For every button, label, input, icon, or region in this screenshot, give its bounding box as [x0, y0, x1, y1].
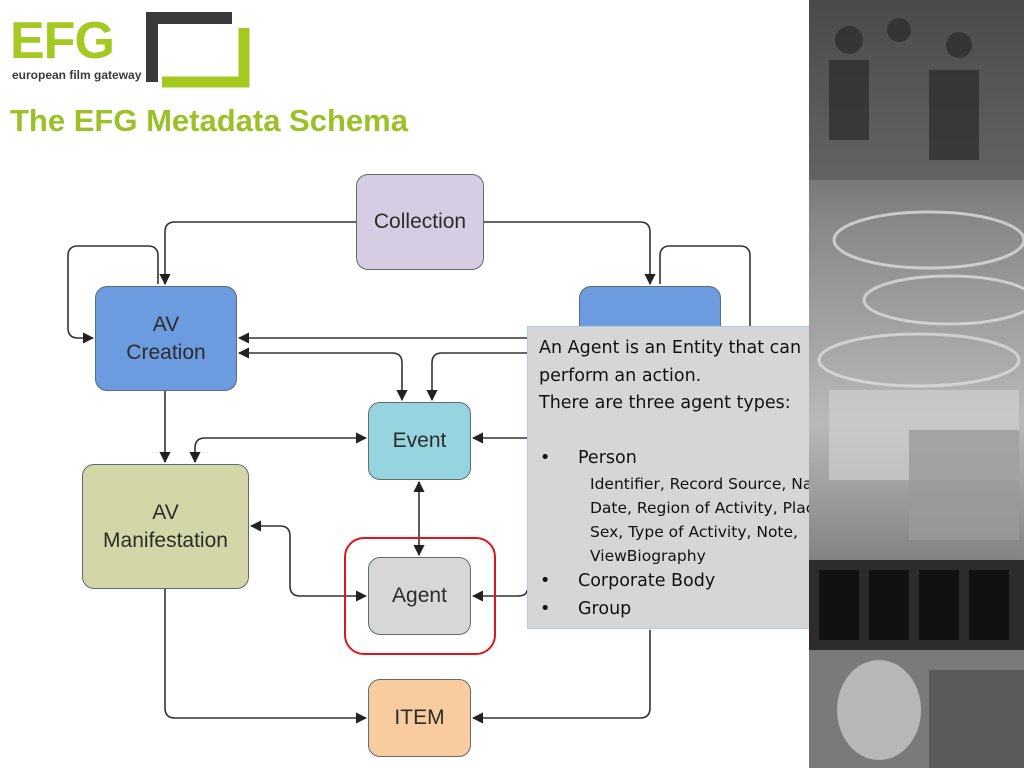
film-collage-image: [809, 0, 1024, 768]
edge-collection-nonav: [484, 221, 656, 286]
edge-event-avmanifestation: [189, 432, 368, 464]
agent-type-group: Group: [539, 596, 854, 624]
agent-type-label: Group: [578, 598, 632, 619]
edge-avcreation-event: [237, 347, 408, 402]
node-item: ITEM: [368, 679, 471, 757]
node-event: Event: [368, 402, 471, 480]
node-collection: Collection: [356, 174, 484, 270]
edge-right-agent: [471, 589, 528, 602]
logo-bracket-icon: [146, 12, 250, 88]
callout-intro: There are three agent types:: [539, 393, 791, 413]
page-title: The EFG Metadata Schema: [10, 103, 408, 138]
node-agent: Agent: [368, 557, 471, 635]
agent-type-list-rest: Corporate Body Group: [539, 568, 854, 623]
agent-type-corporate-body: Corporate Body: [539, 568, 854, 596]
callout-definition: An Agent is an Entity that can perform a…: [539, 338, 802, 386]
efg-logo: EFG european film gateway: [10, 10, 250, 90]
edge-nonav-event: [426, 352, 527, 402]
agent-type-label: Corporate Body: [578, 571, 716, 591]
agent-type-list: Person: [539, 445, 854, 473]
node-av-manifestation: AV Manifestation: [82, 464, 249, 589]
edge-avmanifestation-agent: [249, 520, 368, 602]
diagram-connectors: [67, 221, 751, 724]
agent-type-person: Person: [539, 445, 854, 473]
edge-collection-avcreation: [159, 221, 356, 286]
edge-avcreation-self: [67, 245, 159, 344]
edge-right-item: [471, 630, 651, 724]
edge-avmanifestation-item: [164, 589, 368, 724]
agent-type-label: Person: [578, 447, 637, 468]
person-attributes: Identifier, Record Source, Name, Date, R…: [590, 475, 842, 565]
logo-text: EFG: [10, 12, 115, 70]
agent-highlight-frame: [344, 537, 496, 655]
logo-tagline: european film gateway: [12, 68, 142, 82]
node-av-creation: AV Creation: [95, 286, 237, 391]
agent-description-callout: An Agent is an Entity that can perform a…: [527, 326, 865, 629]
